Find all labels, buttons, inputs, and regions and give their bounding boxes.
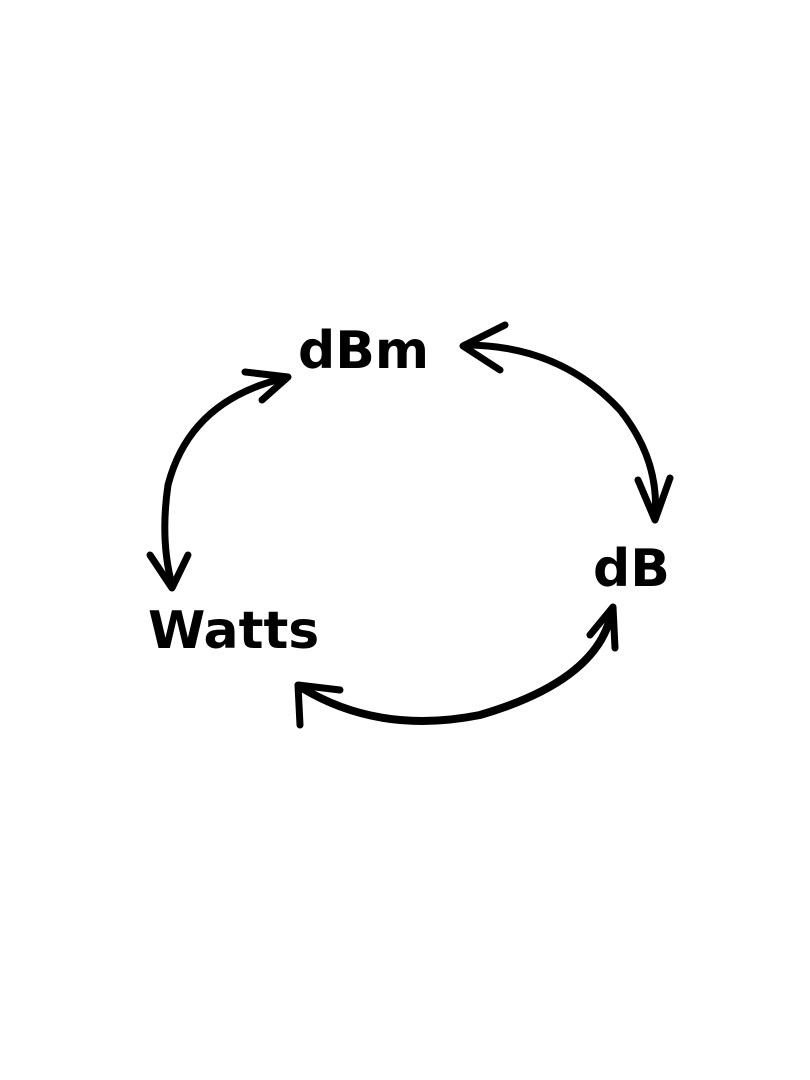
arrowhead-dbm-right [459, 321, 509, 374]
arrow-dbm-db [461, 341, 660, 522]
node-db: dB [593, 539, 670, 599]
arrowhead-watts-right [294, 681, 344, 729]
arrow-db-watts [298, 606, 616, 725]
arrowhead-watts [146, 551, 192, 592]
arrowhead-db-bottom [586, 603, 619, 652]
arrow-dbm-watts [161, 374, 289, 589]
node-dbm: dBm [298, 321, 430, 381]
node-watts: Watts [148, 601, 320, 661]
arrowhead-dbm [241, 368, 292, 404]
arrowhead-db-top [634, 474, 674, 524]
